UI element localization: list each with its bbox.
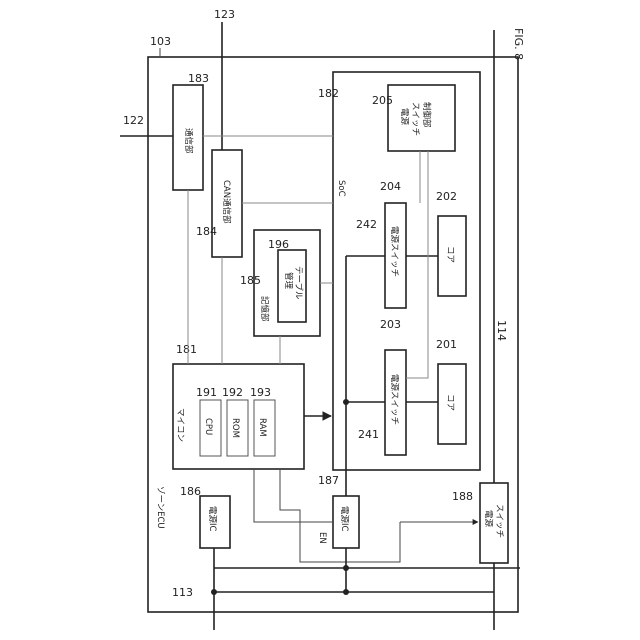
ref-202: 202 [436,190,457,203]
ref-123: 123 [214,8,235,21]
psw-ctrl-label-2: スイッチ [410,102,420,136]
zone-ecu-label: ゾーンECU [155,486,165,529]
ext-power-switch-label-2: スイッチ [494,504,504,538]
ref-103: 103 [150,35,171,48]
psw-ctrl-label-1: 電源 [399,108,409,126]
power-switch-204-label: 電源スイッチ [389,226,399,277]
ref-184: 184 [196,225,217,238]
core-202-label: コア [445,246,455,263]
ref-182: 182 [318,87,339,100]
ref-204: 204 [380,180,401,193]
psw-ctrl-label-3: 制御部 [421,102,432,128]
mgmt-table-label-2: テーブル [293,266,304,300]
ref-114: 114 [495,320,508,341]
can-comm-label: CAN通信部 [221,180,232,224]
ref-242: 242 [356,218,377,231]
soc-label: SoC [336,180,346,197]
ref-203: 203 [380,318,401,331]
ref-201: 201 [436,338,457,351]
ref-193: 193 [250,386,271,399]
memory-label: 記憶部 [259,296,270,322]
ref-122: 122 [123,114,144,127]
ref-181: 181 [176,343,197,356]
figure-label: FIG. 8 [512,28,525,60]
mgmt-table-label-1: 管理 [283,272,294,290]
ref-188: 188 [452,490,473,503]
en-label: EN [317,532,327,544]
ref-191: 191 [196,386,217,399]
mcu-label: マイコン [175,408,185,442]
ref-186: 186 [180,485,201,498]
ref-187: 187 [318,474,339,487]
ref-113: 113 [172,586,193,599]
power-ic-187-label: 電源IC [339,506,349,532]
ref-183: 183 [188,72,209,85]
rom-label: ROM [230,418,240,438]
core-201-label: コア [445,394,455,411]
ref-196: 196 [268,238,289,251]
comm-unit-label: 通信部 [183,128,194,154]
ref-205: 205 [372,94,393,107]
power-ic-186-label: 電源IC [207,506,217,532]
ref-192: 192 [222,386,243,399]
cpu-label: CPU [203,418,213,435]
ref-185: 185 [240,274,261,287]
ref-241: 241 [358,428,379,441]
ram-label: RAM [257,418,267,437]
power-switch-203-label: 電源スイッチ [389,374,399,425]
ext-power-switch-label-1: 電源 [483,510,493,528]
